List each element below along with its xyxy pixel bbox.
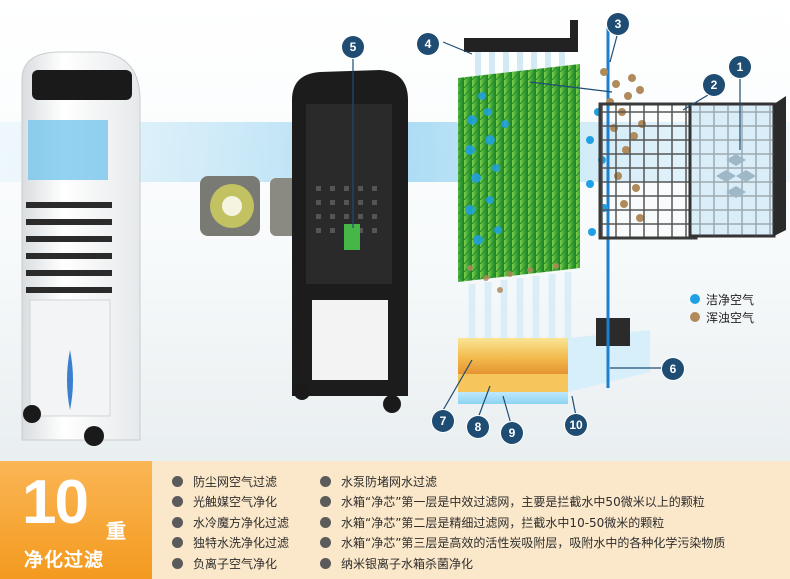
bullet-icon	[172, 557, 183, 569]
legend-clean-air: 洁净空气	[690, 290, 754, 308]
feature-text: 独特水洗净化过滤	[193, 536, 290, 551]
list-item: 水箱“净芯”第三层是高效的活性炭吸附层，吸附水中的各种化学污染物质	[320, 533, 725, 554]
air-legend: 洁净空气 浑浊空气	[690, 290, 754, 326]
bullet-icon	[320, 475, 331, 487]
legend-dirty-air-label: 浑浊空气	[706, 310, 755, 325]
bullet-icon	[320, 557, 331, 569]
list-item: 水箱“净芯”第二层是精细过滤网，拦截水中10-50微米的颗粒	[320, 512, 725, 533]
badge-subtitle: 净化过滤	[24, 549, 105, 571]
feature-text: 光触媒空气净化	[193, 495, 278, 510]
feature-text: 水箱“净芯”第三层是高效的活性炭吸附层，吸附水中的各种化学污染物质	[341, 536, 726, 551]
list-item: 负离子空气净化	[172, 553, 289, 574]
bullet-icon	[172, 496, 183, 508]
exploded-diagram: 1 2 3 4 5 6 7 8 9 10 洁净空气 浑浊空气	[0, 0, 790, 461]
bullet-icon	[320, 516, 331, 528]
callout-4: 4	[417, 33, 439, 55]
feature-text: 负离子空气净化	[193, 556, 278, 571]
list-item: 独特水洗净化过滤	[172, 533, 289, 554]
callout-8: 8	[467, 416, 489, 438]
callout-7: 7	[432, 410, 454, 432]
feature-text: 水泵防堵网水过滤	[341, 474, 438, 489]
diagram-illustration	[0, 20, 790, 446]
badge-unit: 重	[106, 519, 126, 543]
legend-clean-air-label: 洁净空气	[706, 292, 755, 307]
bullet-icon	[172, 537, 183, 549]
callout-6: 6	[662, 358, 684, 380]
list-item: 水箱“净芯”第一层是中效过滤网，主要是拦截水中50微米以上的颗粒	[320, 492, 725, 513]
legend-dirty-air: 浑浊空气	[690, 308, 754, 326]
list-item: 光触媒空气净化	[172, 492, 289, 513]
filtration-badge: 10 重 净化过滤	[0, 461, 152, 579]
callout-3: 3	[607, 13, 629, 35]
bullet-icon	[320, 496, 331, 508]
list-item: 水冷魔方净化过滤	[172, 512, 289, 533]
list-item: 防尘网空气过滤	[172, 471, 289, 492]
feature-text: 水冷魔方净化过滤	[193, 515, 290, 530]
bullet-icon	[172, 475, 183, 487]
feature-list-left: 防尘网空气过滤 光触媒空气净化 水冷魔方净化过滤 独特水洗净化过滤 负离子空气净…	[172, 471, 289, 574]
feature-text: 水箱“净芯”第二层是精细过滤网，拦截水中10-50微米的颗粒	[341, 515, 665, 530]
feature-text: 防尘网空气过滤	[193, 474, 278, 489]
bullet-icon	[172, 516, 183, 528]
list-item: 水泵防堵网水过滤	[320, 471, 725, 492]
feature-panel: 10 重 净化过滤 防尘网空气过滤 光触媒空气净化 水冷魔方净化过滤 独特水洗净…	[0, 461, 790, 579]
feature-text: 纳米银离子水箱杀菌净化	[341, 556, 474, 571]
badge-number: 10	[22, 468, 89, 537]
callout-9: 9	[501, 422, 523, 444]
clean-air-dot-icon	[690, 294, 700, 304]
callout-2: 2	[703, 74, 725, 96]
bullet-icon	[320, 537, 331, 549]
callout-1: 1	[729, 56, 751, 78]
list-item: 纳米银离子水箱杀菌净化	[320, 553, 725, 574]
callout-10: 10	[565, 414, 587, 436]
callout-5: 5	[342, 36, 364, 58]
feature-text: 水箱“净芯”第一层是中效过滤网，主要是拦截水中50微米以上的颗粒	[341, 495, 705, 510]
feature-list-right: 水泵防堵网水过滤 水箱“净芯”第一层是中效过滤网，主要是拦截水中50微米以上的颗…	[320, 471, 725, 574]
dirty-air-dot-icon	[690, 312, 700, 322]
